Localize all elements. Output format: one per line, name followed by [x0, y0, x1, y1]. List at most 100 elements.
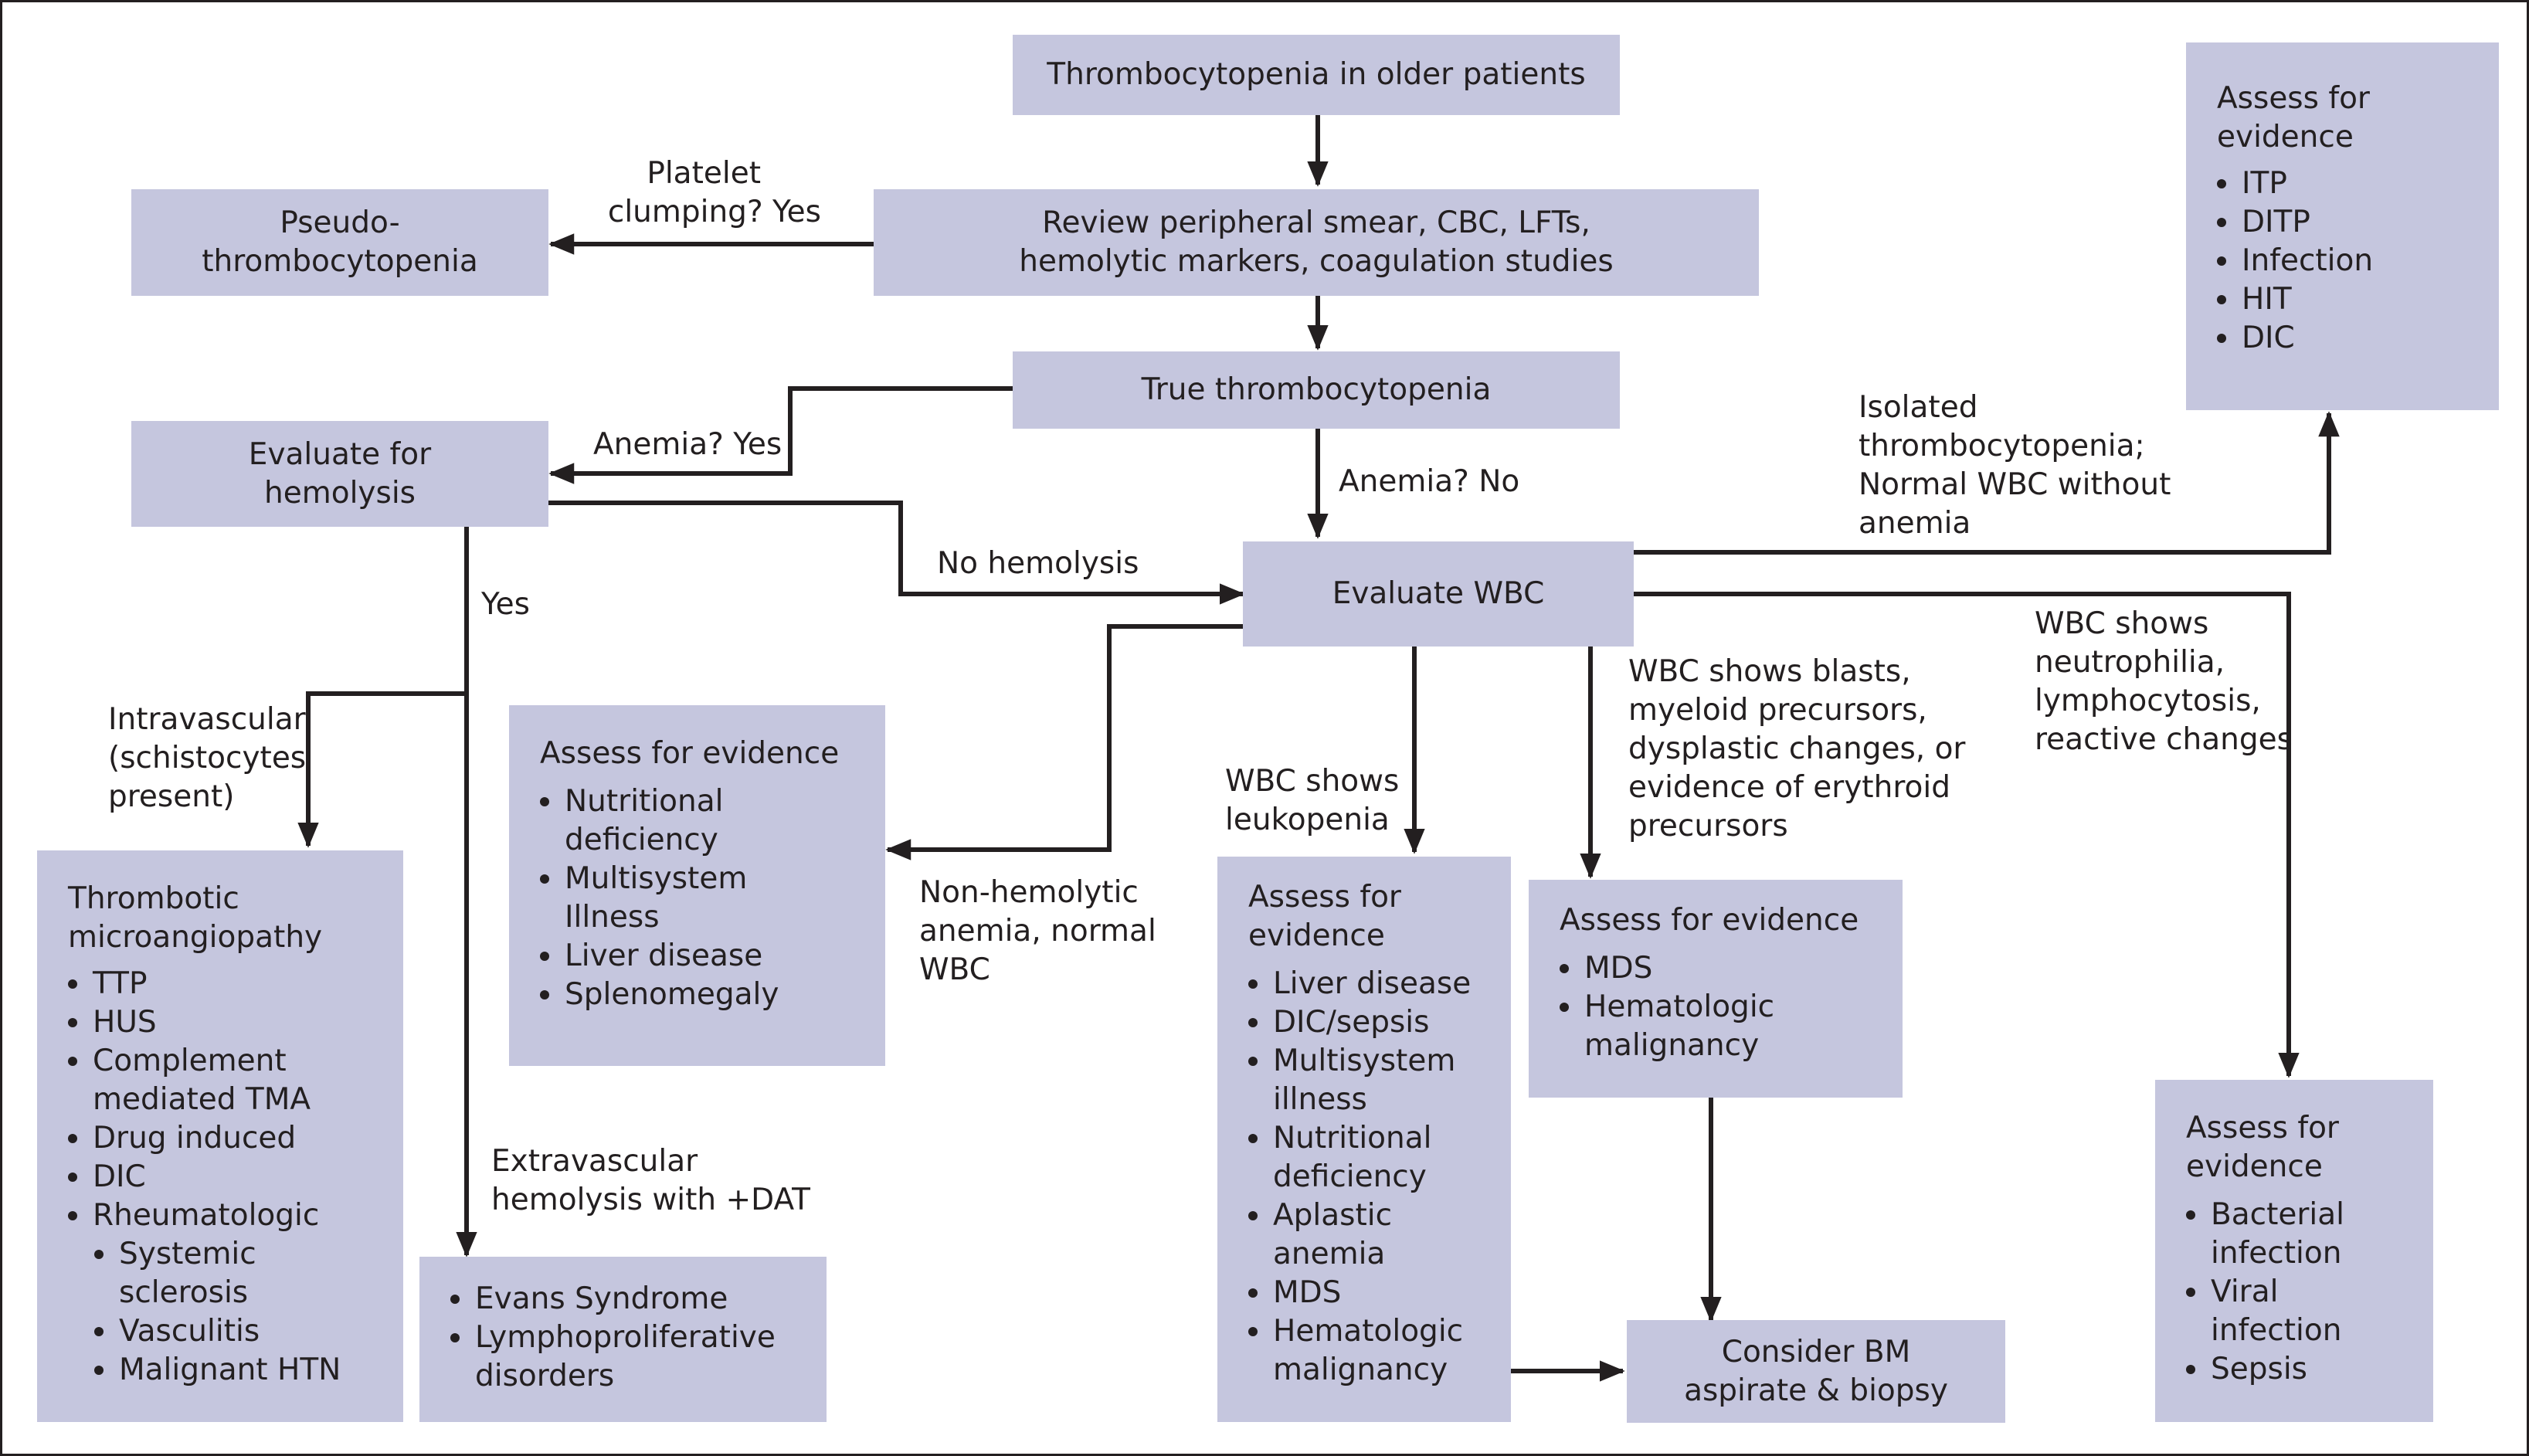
label-line: No hemolysis	[937, 546, 1139, 581]
tma-title-2: microangiopathy	[68, 920, 323, 955]
label-line: anemia, normal	[919, 914, 1156, 949]
list-item-line: deficiency	[1273, 1159, 1427, 1194]
list-item-line: malignancy	[1584, 1028, 1760, 1063]
list-item-line: Sepsis	[2211, 1352, 2307, 1386]
label-anemia-no: Anemia? No	[1339, 463, 1519, 501]
label-line: reactive changes	[2035, 722, 2293, 757]
label-line: Isolated	[1859, 390, 1978, 425]
label-line: evidence of erythroid	[1628, 770, 1950, 805]
edge-hemolysis-to-wbc	[548, 501, 1245, 605]
edge-wbc-to-neutrophilia	[1634, 592, 2300, 1078]
node-assess-blasts: Assess for evidence MDS Hematologic malig…	[1529, 880, 1903, 1098]
list-item-line: MDS	[1584, 951, 1653, 986]
list-item: Rheumatologic	[68, 1196, 374, 1235]
list-item: HIT	[2217, 280, 2470, 319]
list-item-line: Multisystem	[565, 861, 748, 896]
node-assess-isolated: Assess for evidence ITP DITP Infection H…	[2186, 42, 2499, 410]
node-evaluate-wbc: Evaluate WBC	[1243, 541, 1634, 647]
node-true-text: True thrombocytopenia	[1141, 372, 1492, 407]
label-line: neutrophilia,	[2035, 645, 2225, 680]
list-item-line: deficiency	[565, 823, 718, 857]
list-item-line: Evans Syndrome	[475, 1281, 728, 1316]
list-item: ITP	[2217, 165, 2470, 203]
label-blasts: WBC shows blasts, myeloid precursors, dy…	[1628, 653, 1965, 846]
list-item: DITP	[2217, 203, 2470, 242]
list-item-line: Bacterial	[2211, 1197, 2344, 1232]
label-isolated: Isolated thrombocytopenia; Normal WBC wi…	[1859, 389, 2171, 543]
label-line: Normal WBC without	[1859, 467, 2171, 502]
node-start: Thrombocytopenia in older patients	[1013, 35, 1620, 115]
node-hemolysis-line2: hemolysis	[264, 475, 416, 511]
list-item-line: Lymphoproliferative	[475, 1320, 776, 1355]
list-item-line: DIC	[93, 1159, 146, 1194]
list-subitem: Malignant HTN	[94, 1351, 374, 1390]
list-subitem: Vasculitis	[94, 1312, 374, 1351]
list-item-line: DIC/sepsis	[1273, 1005, 1430, 1040]
node-bm-line2: aspirate & biopsy	[1684, 1373, 1948, 1408]
label-no-hemolysis: No hemolysis	[937, 545, 1139, 583]
label-line: WBC	[919, 952, 990, 987]
list-item-line: Illness	[565, 900, 660, 935]
list-item-line: Nutritional	[1273, 1121, 1432, 1156]
list-item: HUS	[68, 1003, 374, 1042]
node-pseudo-line1: Pseudo-	[280, 205, 400, 240]
list-item-line: Vasculitis	[119, 1314, 260, 1349]
node-pseudo-line2: thrombocytopenia	[202, 244, 478, 279]
assess-leukopenia-title-2: evidence	[1248, 918, 1385, 953]
label-line: present)	[108, 779, 235, 814]
label-line: (schistocytes	[108, 741, 307, 776]
list-item: Liver disease	[540, 937, 856, 976]
list-item-line: Complement	[93, 1044, 287, 1078]
node-true-thrombocytopenia: True thrombocytopenia	[1013, 351, 1620, 429]
list-item: TTP	[68, 965, 374, 1003]
list-item-line: illness	[1273, 1082, 1367, 1117]
list-item-line: Hematologic	[1584, 989, 1775, 1024]
list-item-line: anemia	[1273, 1237, 1386, 1271]
label-line: Extravascular	[491, 1144, 698, 1179]
label-extravascular: Extravascular hemolysis with +DAT	[491, 1142, 810, 1220]
node-evaluate-hemolysis: Evaluate for hemolysis	[131, 421, 548, 527]
label-line: lymphocytosis,	[2035, 684, 2261, 718]
label-neutrophilia: WBC shows neutrophilia, lymphocytosis, r…	[2035, 605, 2293, 759]
label-line: Platelet	[647, 156, 761, 191]
label-line: anemia	[1859, 506, 1971, 541]
label-line: hemolysis with +DAT	[491, 1183, 810, 1217]
label-line: Anemia? No	[1339, 464, 1520, 499]
list-item-line: Aplastic	[1273, 1198, 1393, 1233]
label-line: WBC shows	[2035, 606, 2209, 641]
node-consider-bm: Consider BM aspirate & biopsy	[1627, 1320, 2005, 1423]
list-item: Sepsis	[2186, 1350, 2404, 1389]
list-item-line: Multisystem	[1273, 1044, 1456, 1078]
label-intravascular: Intravascular (schistocytes present)	[108, 701, 306, 816]
label-line: thrombocytopenia;	[1859, 429, 2145, 463]
assess-isolated-title-2: evidence	[2217, 120, 2354, 154]
label-line: clumping? Yes	[607, 195, 821, 229]
assess-isolated-title-1: Assess for	[2217, 81, 2370, 116]
node-hemolysis-line1: Evaluate for	[248, 436, 432, 472]
label-line: WBC shows	[1225, 764, 1400, 799]
list-item: DIC	[68, 1158, 374, 1196]
label-nonhemolytic-anemia: Non-hemolytic anemia, normal WBC	[919, 874, 1156, 989]
label-line: Intravascular	[108, 702, 306, 737]
node-start-text: Thrombocytopenia in older patients	[1047, 57, 1586, 92]
node-pseudo-thrombocytopenia: Pseudo- thrombocytopenia	[131, 189, 548, 296]
list-item: Aplastic anemia	[1248, 1196, 1482, 1274]
assess-isolated-list: ITP DITP Infection HIT DIC	[2217, 165, 2470, 358]
list-item: Liver disease	[1248, 965, 1482, 1003]
assess-blasts-title: Assess for evidence	[1560, 903, 1859, 938]
node-review: Review peripheral smear, CBC, LFTs, hemo…	[874, 189, 1759, 296]
tma-title-1: Thrombotic	[68, 881, 239, 916]
label-line: precursors	[1628, 809, 1788, 843]
